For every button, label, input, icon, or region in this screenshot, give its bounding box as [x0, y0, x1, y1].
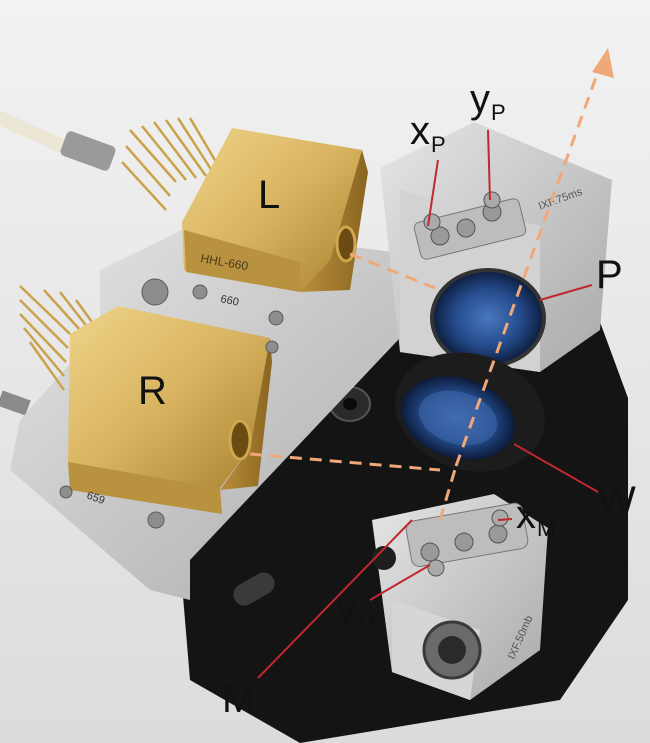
svg-text:P: P: [491, 100, 506, 125]
leader-W: [513, 443, 599, 493]
beam-arrowhead: [592, 48, 614, 78]
leader-P: [539, 284, 593, 301]
laser-L-number: 660: [219, 293, 239, 309]
label-xP: x P: [410, 109, 446, 157]
fiber-connector: [60, 131, 116, 171]
label-W: W: [598, 479, 636, 523]
svg-text:x: x: [516, 493, 536, 537]
svg-text:P: P: [431, 132, 446, 157]
leader-lines: [257, 129, 599, 679]
laser-L-aperture: [335, 225, 357, 263]
laser-L: HHL-660: [182, 128, 368, 292]
svg-text:x: x: [410, 109, 430, 153]
pins-L: [121, 117, 224, 211]
leader-xM: [497, 518, 513, 521]
label-yM: y M: [336, 587, 375, 635]
laser-R-number: 659: [85, 490, 106, 508]
plate-slot: [233, 572, 275, 606]
waveplate-W: [395, 352, 545, 472]
label-yP: y P: [470, 77, 506, 125]
lower-cable: [0, 390, 31, 416]
svg-text:y: y: [336, 587, 356, 631]
svg-text:y: y: [470, 77, 490, 121]
laser-R: [68, 306, 272, 514]
leader-M: [257, 519, 413, 679]
label-M: M: [222, 677, 255, 721]
beam-L: [349, 252, 441, 292]
mount-P-lens: [430, 268, 546, 368]
mount-M: IXF.50mb: [372, 494, 548, 700]
svg-text:M: M: [357, 610, 375, 635]
leader-xP: [427, 159, 439, 227]
beam-output: [454, 65, 602, 467]
label-xM: x M: [516, 493, 555, 541]
label-R: R: [138, 369, 167, 413]
beam-R: [249, 452, 441, 472]
plate-screw-socket: [343, 398, 357, 410]
beam-paths: [249, 65, 602, 521]
pins-R: [19, 285, 94, 391]
laser-R-aperture: [228, 419, 252, 461]
label-L: L: [258, 173, 280, 217]
base-screws: [59, 278, 284, 529]
svg-text:M: M: [537, 516, 555, 541]
label-P: P: [596, 253, 623, 297]
beam-M-up: [438, 465, 458, 521]
leader-yM: [369, 564, 431, 601]
leader-yP: [487, 129, 491, 201]
